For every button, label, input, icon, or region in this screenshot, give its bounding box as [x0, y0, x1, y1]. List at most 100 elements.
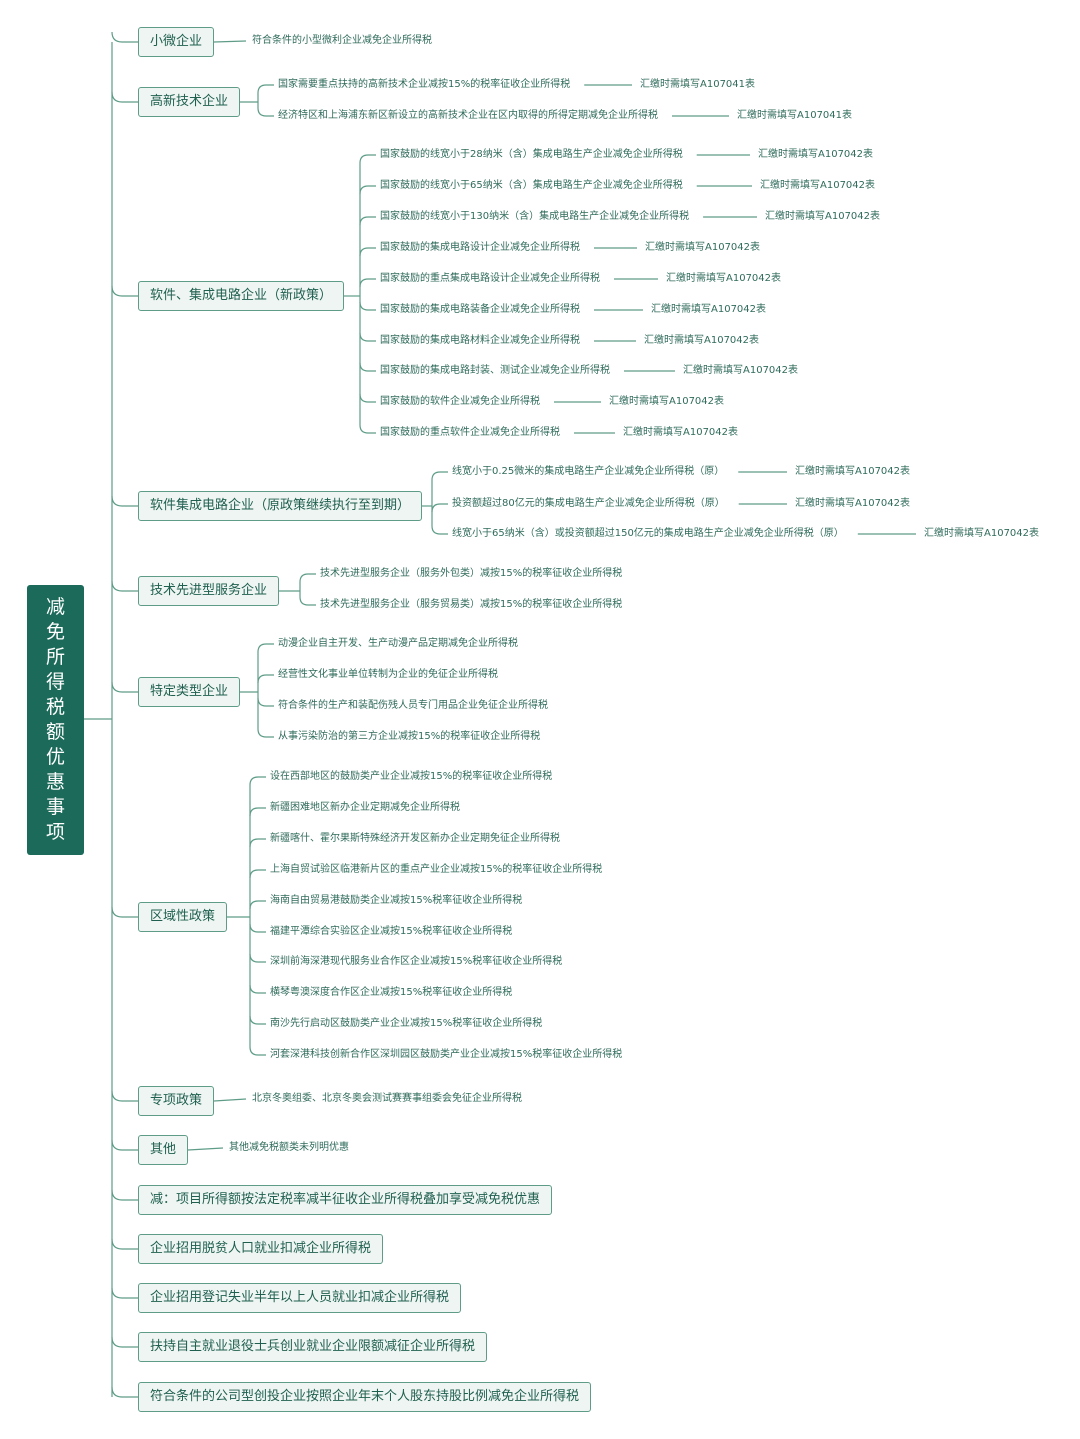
connector-line — [359, 154, 376, 164]
leaf-item: 南沙先行启动区鼓励类产业企业减按15%税率征收企业所得税 — [270, 1018, 543, 1029]
leaf-note: 汇缴时需填写A107041表 — [640, 79, 756, 90]
leaf-item: 经济特区和上海浦东新区新设立的高新技术企业在区内取得的所得定期减免企业所得税 — [278, 110, 658, 121]
root-title-char: 免 — [45, 621, 65, 643]
connector-line — [111, 91, 138, 103]
branch-node: 区域性政策 — [138, 902, 227, 932]
connector-line — [431, 503, 448, 513]
leaf-note: 汇缴时需填写A107042表 — [795, 498, 911, 509]
leaf-note: 汇缴时需填写A107042表 — [623, 427, 739, 438]
connector-line — [359, 362, 376, 372]
branch-node: 小微企业 — [138, 27, 214, 57]
leaf-note: 汇缴时需填写A107042表 — [683, 365, 799, 376]
connector-line — [111, 31, 138, 43]
connector-line — [249, 984, 266, 994]
connector-line — [257, 107, 274, 117]
connector-line — [299, 573, 316, 583]
leaf-item: 动漫企业自主开发、生产动漫产品定期减免企业所得税 — [278, 638, 518, 649]
leaf-item: 海南自由贸易港鼓励类企业减按15%税率征收企业所得税 — [270, 895, 523, 906]
branch-node: 符合条件的公司型创投企业按照企业年末个人股东持股比例减免企业所得税 — [138, 1382, 591, 1412]
leaf-item: 国家鼓励的线宽小于130纳米（含）集成电路生产企业减免企业所得税 — [380, 211, 690, 222]
leaf-item: 符合条件的生产和装配伤残人员专门用品企业免征企业所得税 — [278, 700, 548, 711]
leaf-item: 国家鼓励的重点软件企业减免企业所得税 — [380, 427, 560, 438]
connector-line — [249, 923, 266, 933]
leaf-item: 从事污染防治的第三方企业减按15%的税率征收企业所得税 — [278, 731, 541, 742]
root-title-char: 税 — [45, 696, 65, 718]
leaf-item: 新疆困难地区新办企业定期减免企业所得税 — [270, 802, 460, 813]
leaf-note: 汇缴时需填写A107042表 — [758, 149, 874, 160]
leaf-note: 汇缴时需填写A107042表 — [765, 211, 881, 222]
connector-line — [249, 953, 266, 963]
connector-line — [213, 40, 247, 43]
leaf-item: 国家鼓励的线宽小于28纳米（含）集成电路生产企业减免企业所得税 — [380, 149, 683, 160]
connector-line — [257, 674, 274, 684]
leaf-item: 经营性文化事业单位转制为企业的免征企业所得税 — [278, 669, 498, 680]
connector-line — [249, 1046, 266, 1056]
leaf-item: 国家需要重点扶持的高新技术企业减按15%的税率征收企业所得税 — [278, 79, 571, 90]
leaf-item: 线宽小于65纳米（含）或投资额超过150亿元的集成电路生产企业减免企业所得税（原… — [452, 528, 844, 539]
leaf-note: 汇缴时需填写A107042表 — [651, 304, 767, 315]
leaf-item: 福建平潭综合实验区企业减按15%税率征收企业所得税 — [270, 926, 513, 937]
connector-line — [111, 1336, 138, 1348]
connector-line — [359, 216, 376, 226]
leaf-item: 国家鼓励的集成电路设计企业减免企业所得税 — [380, 242, 580, 253]
connector-line — [257, 697, 274, 707]
connector-line — [111, 495, 138, 507]
leaf-note: 汇缴时需填写A107042表 — [795, 466, 911, 477]
leaf-item: 设在西部地区的鼓励类产业企业减按15%的税率征收企业所得税 — [270, 771, 553, 782]
branch-node: 专项政策 — [138, 1086, 214, 1116]
leaf-note: 汇缴时需填写A107042表 — [760, 180, 876, 191]
leaf-item: 国家鼓励的软件企业减免企业所得税 — [380, 396, 540, 407]
leaf-note: 汇缴时需填写A107042表 — [924, 528, 1040, 539]
leaf-item: 国家鼓励的集成电路材料企业减免企业所得税 — [380, 335, 580, 346]
leaf-item: 线宽小于0.25微米的集成电路生产企业减免企业所得税（原） — [452, 466, 725, 477]
root-title-char: 事 — [45, 796, 65, 818]
leaf-item: 新疆喀什、霍尔果斯特殊经济开发区新办企业定期免征企业所得税 — [270, 833, 560, 844]
leaf-item: 符合条件的小型微利企业减免企业所得税 — [252, 35, 432, 46]
connector-line — [111, 1090, 138, 1102]
connector-line — [111, 1189, 138, 1201]
leaf-note: 汇缴时需填写A107041表 — [737, 110, 853, 121]
connector-line — [249, 869, 266, 879]
leaf-item: 技术先进型服务企业（服务外包类）减按15%的税率征收企业所得税 — [320, 568, 623, 579]
leaf-item: 技术先进型服务企业（服务贸易类）减按15%的税率征收企业所得税 — [320, 599, 623, 610]
leaf-note: 汇缴时需填写A107042表 — [644, 335, 760, 346]
connector-line — [111, 681, 138, 693]
root-node: 减免所得税额优惠事项 — [27, 585, 84, 855]
connector-line — [257, 84, 274, 94]
leaf-item: 国家鼓励的线宽小于65纳米（含）集成电路生产企业减免企业所得税 — [380, 180, 683, 191]
connector-line — [359, 247, 376, 257]
connector-line — [249, 807, 266, 817]
connector-line — [359, 393, 376, 403]
connector-line — [431, 471, 448, 481]
connector-line — [249, 776, 266, 786]
connector-line — [111, 906, 138, 918]
connector-line — [111, 285, 138, 297]
connector-line — [257, 643, 274, 653]
branch-node: 扶持自主就业退役士兵创业就业企业限额减征企业所得税 — [138, 1332, 487, 1362]
connector-line — [431, 525, 448, 535]
connector-line — [359, 278, 376, 288]
connector-line — [111, 580, 138, 592]
branch-node: 软件、集成电路企业（新政策） — [138, 281, 344, 311]
leaf-item: 河套深港科技创新合作区深圳园区鼓励类产业企业减按15%税率征收企业所得税 — [270, 1049, 623, 1060]
connector-line — [111, 1287, 138, 1299]
leaf-item: 其他减免税额类未列明优惠 — [229, 1142, 349, 1153]
leaf-note: 汇缴时需填写A107042表 — [609, 396, 725, 407]
root-title-char: 项 — [45, 821, 65, 843]
root-title-char: 得 — [45, 671, 65, 693]
connector-line — [111, 1386, 138, 1398]
leaf-item: 投资额超过80亿元的集成电路生产企业减免企业所得税（原） — [452, 498, 725, 509]
root-title-char: 所 — [45, 646, 65, 668]
connector-line — [249, 838, 266, 848]
connector-line — [359, 301, 376, 311]
connector-line — [213, 1098, 247, 1102]
connector-line — [249, 1015, 266, 1025]
root-title-char: 惠 — [45, 771, 65, 793]
connector-line — [299, 596, 316, 606]
root-title-char: 优 — [45, 746, 65, 768]
connector-line — [111, 1139, 138, 1151]
connector-line — [187, 1147, 224, 1151]
connector-line — [249, 900, 266, 910]
leaf-item: 横琴粤澳深度合作区企业减按15%税率征收企业所得税 — [270, 987, 513, 998]
branch-node: 高新技术企业 — [138, 87, 240, 117]
